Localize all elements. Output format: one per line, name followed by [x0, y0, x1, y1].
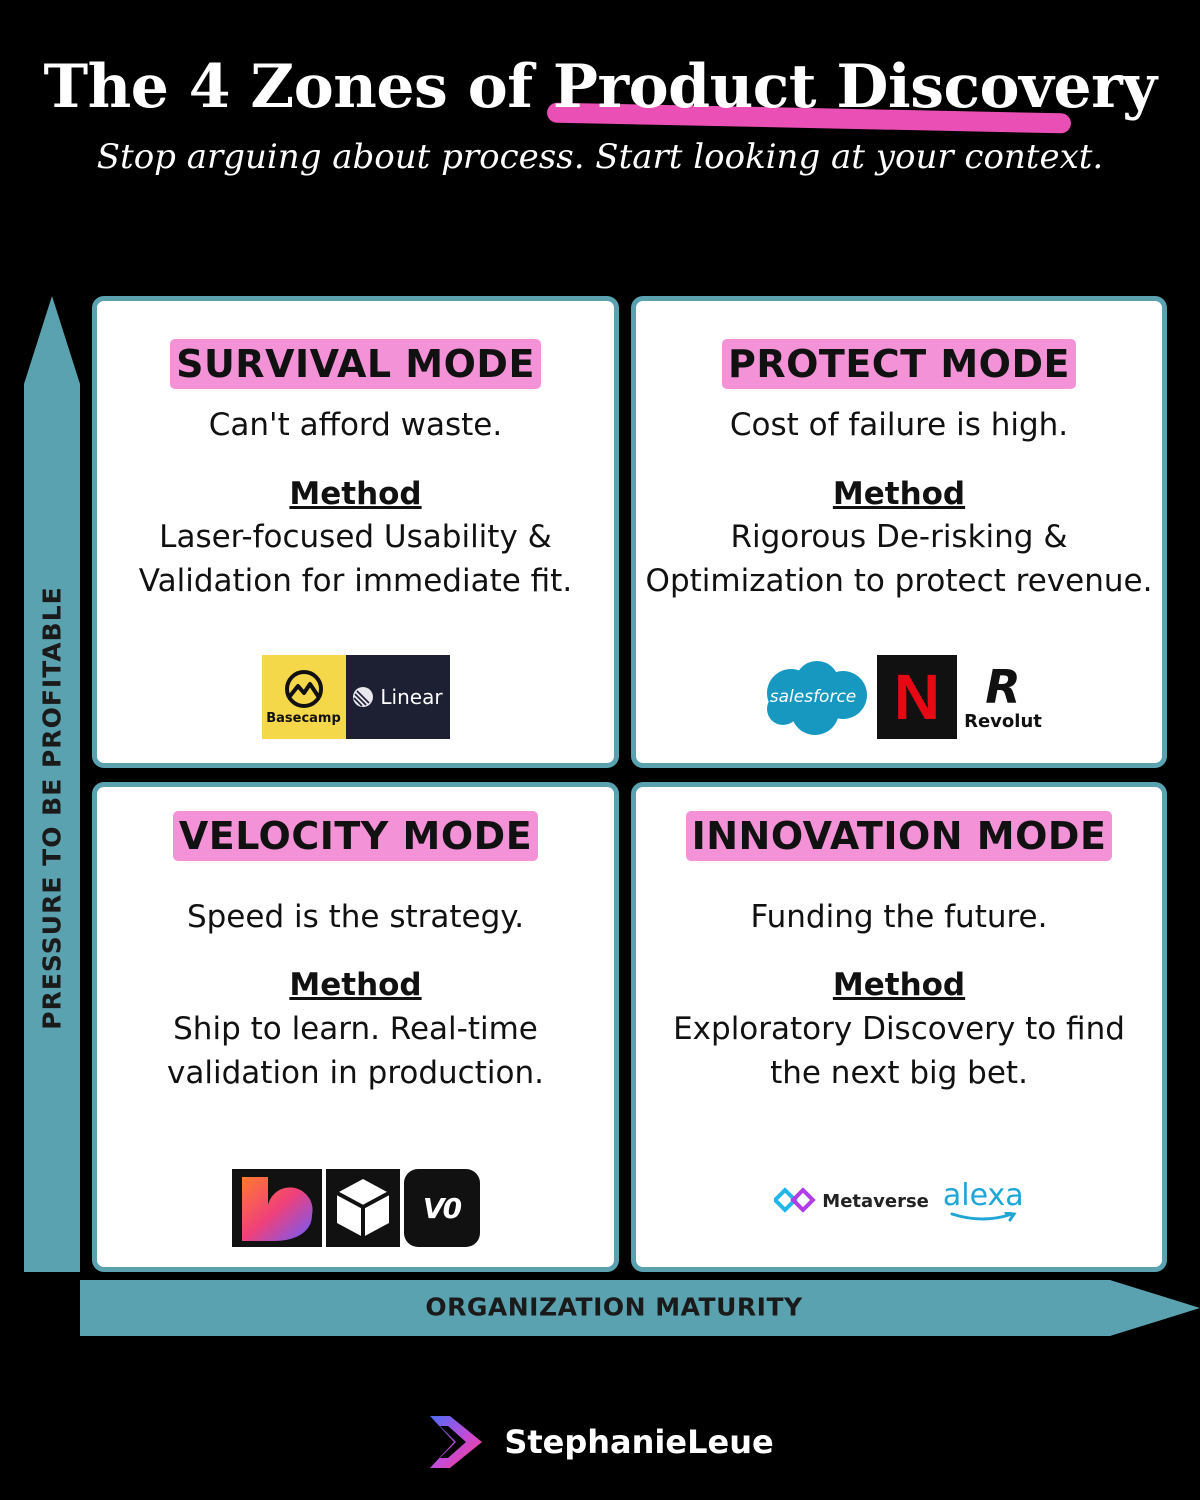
- mode-tag: PROTECT MODE: [636, 339, 1162, 389]
- netflix-logo: N: [877, 655, 957, 739]
- salesforce-wordmark: salesforce: [769, 687, 857, 707]
- linear-icon: [353, 687, 374, 707]
- basecamp-wordmark: Basecamp: [266, 710, 341, 726]
- quadrant-velocity-mode: VELOCITY MODE Speed is the strategy. Met…: [92, 782, 619, 1272]
- mode-tag: SURVIVAL MODE: [97, 339, 614, 389]
- example-logos: salesforce N R Revolut: [636, 655, 1162, 739]
- mode-tagline: Can't afford waste.: [208, 407, 503, 443]
- method-text: Exploratory Discovery to find the next b…: [636, 1007, 1162, 1095]
- quadrant-survival-mode: SURVIVAL MODE Can't afford waste. Method…: [92, 296, 619, 768]
- alexa-wordmark: alexa: [942, 1178, 1024, 1213]
- brand-name: StephanieLeue: [504, 1423, 774, 1461]
- metaverse-diamond-icon: [774, 1187, 817, 1213]
- method-line: Ship to learn. Real-time: [173, 1011, 538, 1047]
- method-line: Exploratory Discovery to find: [673, 1011, 1125, 1047]
- method-line: Rigorous De-risking &: [730, 519, 1068, 555]
- mode-tagline: Funding the future.: [750, 899, 1048, 935]
- method-line: the next big bet.: [770, 1055, 1028, 1091]
- linear-wordmark: Linear: [380, 685, 443, 709]
- page-title: The 4 Zones of Product Discovery: [0, 52, 1200, 134]
- v0-logo: V0: [403, 1169, 480, 1247]
- x-axis-arrow: [80, 1280, 1200, 1336]
- y-axis-arrow: [24, 296, 80, 1272]
- mode-tag: INNOVATION MODE: [636, 811, 1162, 861]
- method-label: Method: [289, 476, 422, 512]
- revolut-mark: R: [985, 659, 1021, 714]
- title-highlight: Product Discovery: [546, 52, 1157, 134]
- mode-tag-label: SURVIVAL MODE: [170, 339, 541, 389]
- mode-tag: VELOCITY MODE: [97, 811, 614, 861]
- method-label: Method: [289, 967, 422, 1003]
- salesforce-logo: salesforce: [755, 655, 871, 739]
- y-axis-label: PRESSURE TO BE PROFITABLE: [37, 586, 67, 1030]
- netflix-mark: N: [893, 661, 941, 733]
- bolt-cube-logo: [325, 1169, 400, 1247]
- mode-tagline: Cost of failure is high.: [729, 407, 1069, 443]
- method-line: validation in production.: [167, 1055, 544, 1091]
- example-logos: Basecamp Linear: [97, 655, 614, 739]
- alexa-smile-icon: [950, 1212, 1017, 1222]
- method-label: Method: [832, 476, 966, 512]
- title-lead: The 4 Zones of: [43, 52, 553, 122]
- revolut-logo: R Revolut: [963, 655, 1043, 739]
- mode-tag-label: INNOVATION MODE: [685, 811, 1113, 861]
- mode-tag-label: VELOCITY MODE: [172, 811, 539, 861]
- metaverse-logo: Metaverse: [774, 1171, 929, 1231]
- method-line: Validation for immediate fit.: [138, 563, 573, 599]
- method-text: Rigorous De-risking & Optimization to pr…: [636, 515, 1162, 603]
- x-axis-label: ORGANIZATION MATURITY: [425, 1292, 803, 1322]
- lovable-logo: [231, 1169, 322, 1247]
- method-text: Ship to learn. Real-time validation in p…: [97, 1007, 614, 1095]
- lovable-heart-icon: [241, 1177, 313, 1241]
- brand-footer: StephanieLeue: [0, 1412, 1200, 1472]
- mode-tag-label: PROTECT MODE: [722, 339, 1076, 389]
- play-arrow-logo-icon: [430, 1416, 483, 1468]
- example-logos: V0: [97, 1169, 614, 1247]
- method-line: Laser-focused Usability &: [159, 519, 552, 555]
- method-text: Laser-focused Usability & Validation for…: [97, 515, 614, 603]
- basecamp-icon: [284, 669, 323, 708]
- cube-icon: [335, 1179, 390, 1237]
- metaverse-wordmark: Metaverse: [822, 1190, 929, 1212]
- basecamp-logo: Basecamp: [261, 655, 346, 739]
- quadrant-protect-mode: PROTECT MODE Cost of failure is high. Me…: [631, 296, 1167, 768]
- example-logos: Metaverse alexa: [636, 1171, 1162, 1231]
- linear-logo: Linear: [345, 655, 450, 739]
- salesforce-cloud-icon: [767, 661, 867, 735]
- page-subtitle: Stop arguing about process. Start lookin…: [96, 137, 1104, 177]
- alexa-logo: alexa: [943, 1171, 1024, 1231]
- revolut-wordmark: Revolut: [964, 710, 1042, 732]
- method-label: Method: [832, 967, 966, 1003]
- v0-mark: V0: [422, 1191, 462, 1225]
- method-line: Optimization to protect revenue.: [645, 563, 1153, 599]
- quadrant-innovation-mode: INNOVATION MODE Funding the future. Meth…: [631, 782, 1167, 1272]
- mode-tagline: Speed is the strategy.: [186, 899, 525, 935]
